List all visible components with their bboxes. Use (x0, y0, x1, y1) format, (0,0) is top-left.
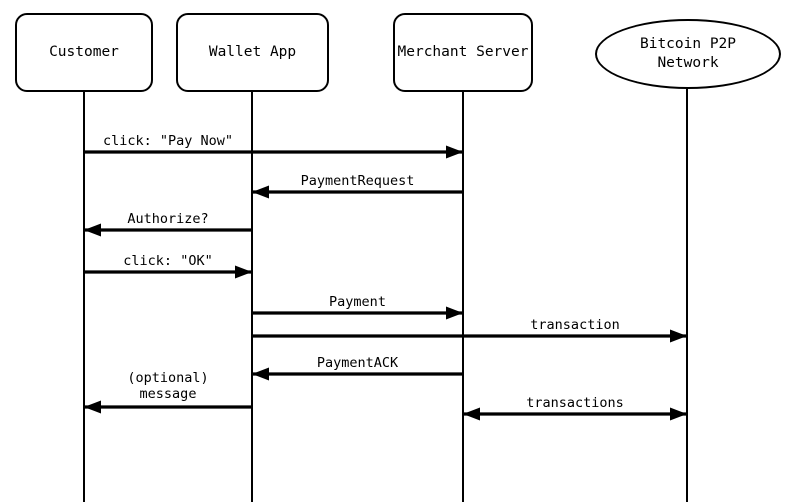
arrowhead-5 (670, 329, 687, 343)
participant-customer: Customer (15, 13, 153, 92)
arrowhead-0 (446, 145, 463, 159)
arrowhead-4 (446, 306, 463, 320)
arrowhead-7 (84, 400, 101, 414)
message-label-click-pay-now: click: "Pay Now" (102, 133, 234, 149)
bitcoin-label-line2: Network (657, 55, 719, 71)
message-label-transactions: transactions (526, 395, 624, 411)
participant-bitcoin-p2p-network-label: Bitcoin P2P Network (640, 35, 736, 73)
message-label-payment-request: PaymentRequest (300, 173, 415, 189)
arrowhead-1 (252, 185, 269, 199)
arrowhead-2 (84, 223, 101, 237)
message-label-click-ok: click: "OK" (123, 253, 213, 269)
bitcoin-label-line1: Bitcoin P2P (639, 36, 737, 52)
arrowhead-3 (235, 265, 252, 279)
participant-bitcoin-p2p-network: Bitcoin P2P Network (595, 19, 781, 89)
participant-merchant-server: Merchant Server (393, 13, 533, 92)
message-label-payment: Payment (329, 294, 386, 310)
arrowhead-6 (252, 367, 269, 381)
participant-wallet-app: Wallet App (176, 13, 329, 92)
arrowhead-8-start (463, 407, 480, 421)
message-label-optional-message: (optional) message (127, 370, 209, 402)
participant-merchant-server-label: Merchant Server (397, 44, 529, 60)
arrowhead-8 (670, 407, 687, 421)
participant-customer-label: Customer (49, 44, 119, 60)
message-label-authorize: Authorize? (127, 211, 209, 227)
message-label-transaction: transaction (530, 317, 620, 333)
participant-wallet-app-label: Wallet App (208, 44, 297, 60)
message-label-payment-ack: PaymentACK (316, 355, 399, 371)
